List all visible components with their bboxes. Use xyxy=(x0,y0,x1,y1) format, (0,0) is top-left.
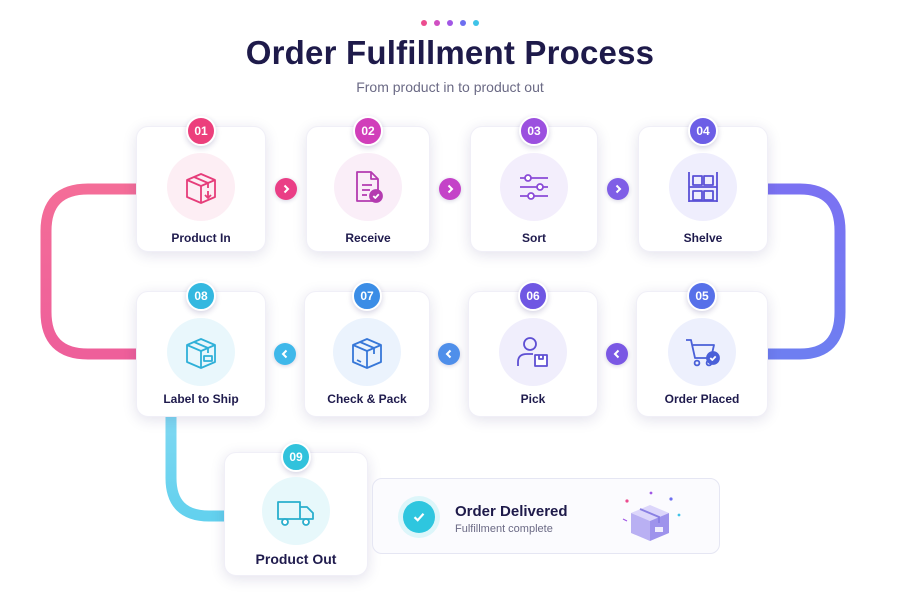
chevron-left-icon xyxy=(281,349,288,359)
step-card-order-placed: 05 Order Placed xyxy=(636,281,768,417)
step-label: Product Out xyxy=(255,551,337,567)
chevron-left-icon xyxy=(445,349,452,359)
cart-check-icon xyxy=(668,318,736,386)
step-label: Shelve xyxy=(683,231,723,245)
chevron-right-icon xyxy=(615,184,622,194)
prev-arrow-connector xyxy=(274,343,296,365)
step-card-pick: 06 Pick xyxy=(468,281,598,417)
next-arrow-connector xyxy=(275,178,297,200)
chevron-right-icon xyxy=(283,184,290,194)
step-card-label-to-ship: 08 Label to Ship xyxy=(136,281,266,417)
step-label: Receive xyxy=(345,231,391,245)
sliders-icon xyxy=(500,153,568,221)
step-label: Pick xyxy=(520,392,546,406)
truck-icon xyxy=(262,477,330,545)
down-path xyxy=(165,416,224,522)
step-card-product-in: 01 Product In xyxy=(136,116,266,252)
step-badge: 09 xyxy=(281,442,311,472)
chevron-left-icon xyxy=(613,349,620,359)
step-card-sort: 03 Sort xyxy=(470,116,598,252)
step-label: Label to Ship xyxy=(163,392,239,406)
next-arrow-connector xyxy=(607,178,629,200)
decorative-dot xyxy=(421,20,427,26)
step-card-receive: 02 Receive xyxy=(306,116,430,252)
step-card-shelve: 04 Shelve xyxy=(638,116,768,252)
step-label: Check & Pack xyxy=(327,392,407,406)
step-badge: 08 xyxy=(186,281,216,311)
step-badge: 04 xyxy=(688,116,718,146)
step-badge: 06 xyxy=(518,281,548,311)
delivered-box-icon xyxy=(615,489,685,550)
decorative-dots xyxy=(421,20,479,26)
page-subtitle: From product in to product out xyxy=(356,79,544,95)
step-badge: 05 xyxy=(687,281,717,311)
document-check-icon xyxy=(334,153,402,221)
loop-left-path xyxy=(40,183,136,360)
step-label: Order Placed xyxy=(664,392,740,406)
loop-right-path xyxy=(768,183,846,360)
order-delivered-banner: Order Delivered Fulfillment complete xyxy=(372,478,720,554)
decorative-dot xyxy=(434,20,440,26)
shelves-icon xyxy=(669,153,737,221)
step-badge: 07 xyxy=(352,281,382,311)
prev-arrow-connector xyxy=(438,343,460,365)
step-card-check-and-pack: 07 Check & Pack xyxy=(304,281,430,417)
prev-arrow-connector xyxy=(606,343,628,365)
decorative-dot xyxy=(460,20,466,26)
step-label: Sort xyxy=(522,231,546,245)
chevron-right-icon xyxy=(447,184,454,194)
box-down-icon xyxy=(167,153,235,221)
step-badge: 03 xyxy=(519,116,549,146)
package-icon xyxy=(333,318,401,386)
page-title: Order Fulfillment Process xyxy=(245,34,655,71)
step-card-product-out: 09 Product Out xyxy=(224,442,368,576)
person-box-icon xyxy=(499,318,567,386)
step-label: Product In xyxy=(171,231,231,245)
step-badge: 02 xyxy=(353,116,383,146)
delivered-subtitle: Fulfillment complete xyxy=(455,523,553,535)
decorative-dot xyxy=(447,20,453,26)
check-icon xyxy=(403,501,435,533)
next-arrow-connector xyxy=(439,178,461,200)
step-badge: 01 xyxy=(186,116,216,146)
labeled-box-icon xyxy=(167,318,235,386)
decorative-dot xyxy=(473,20,479,26)
delivered-title: Order Delivered xyxy=(455,503,568,520)
